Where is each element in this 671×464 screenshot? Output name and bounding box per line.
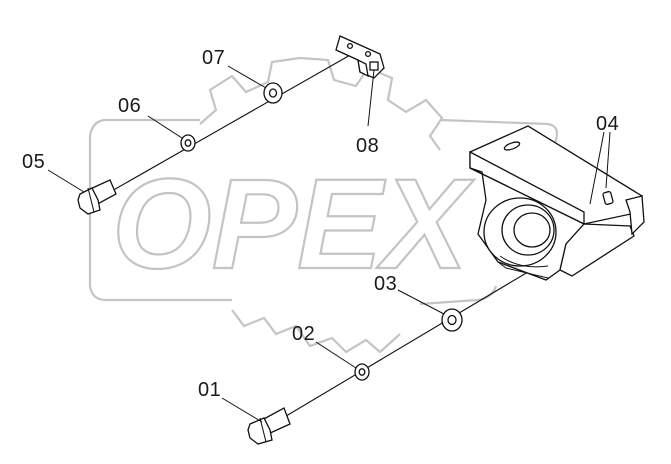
part-02-lock-washer [354, 363, 370, 381]
callout-05: 05 [22, 151, 45, 173]
lower-assembly-axis [265, 271, 529, 429]
leader-08 [367, 69, 375, 127]
part-05-bolt [77, 179, 117, 215]
leader-01 [221, 397, 263, 423]
leader-05 [47, 169, 85, 193]
callout-03: 03 [374, 273, 397, 295]
callout-06: 06 [118, 95, 141, 117]
part-07-washer [263, 82, 283, 104]
callout-08: 08 [356, 135, 379, 157]
leader-03 [397, 289, 445, 315]
leader-02 [315, 341, 357, 369]
leader-07 [227, 65, 267, 89]
leader-04b [605, 131, 611, 189]
leader-06 [147, 115, 183, 139]
watermark-brand-text: OPEX [112, 153, 474, 296]
part-08-bracket [335, 35, 385, 79]
callout-07: 07 [202, 47, 225, 69]
leader-04a [589, 131, 605, 205]
watermark-logo: OPEX [88, 56, 559, 354]
part-04-lamp-housing [469, 125, 645, 281]
callout-04: 04 [596, 113, 619, 135]
watermark-frame-outline [88, 118, 559, 306]
upper-assembly-axis [95, 53, 353, 201]
part-06-lock-washer [180, 134, 196, 152]
part-03-washer [441, 308, 463, 332]
callout-labels: 01 02 03 04 05 06 07 08 [22, 47, 619, 401]
callout-02: 02 [292, 323, 315, 345]
part-01-bolt [247, 407, 291, 445]
callout-01: 01 [198, 379, 221, 401]
leader-lines [47, 65, 611, 423]
